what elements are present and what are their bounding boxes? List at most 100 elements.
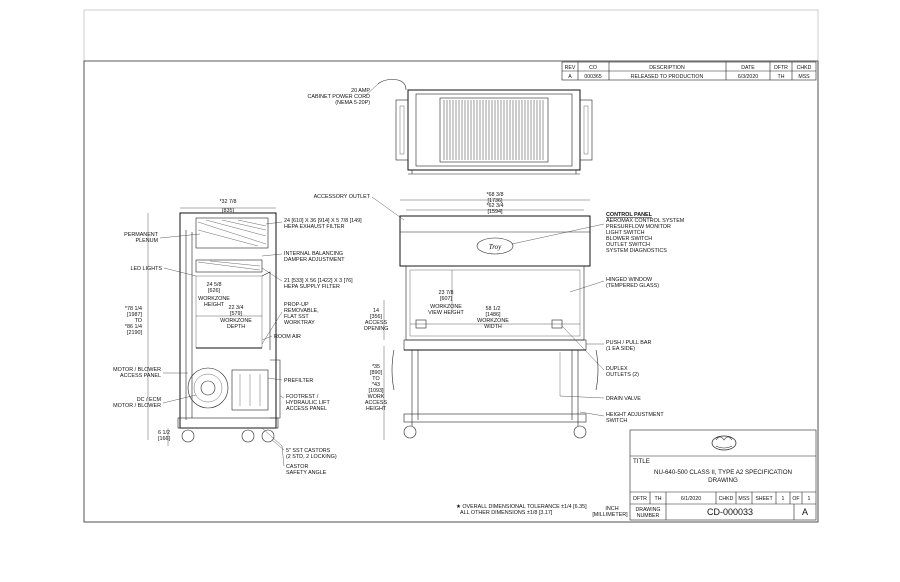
- castors-label-1: 5" SST CASTORS: [286, 448, 331, 454]
- control-panel-item-5: OUTLET SWITCH: [606, 242, 650, 248]
- motor-blower-access-label-2: ACCESS PANEL: [120, 373, 161, 379]
- permanent-plenum-label-1: PERMANENT: [124, 232, 159, 238]
- side-height-dim-4: *86 1/4: [125, 324, 142, 330]
- work-access-height-4: *43: [372, 382, 380, 388]
- rev-header: REV: [565, 65, 576, 71]
- front-inner-width-2: [1594]: [488, 209, 503, 215]
- workzone-width-val-1: 58 1/2: [486, 306, 501, 312]
- control-panel-item-4: BLOWER SWITCH: [606, 236, 652, 242]
- work-access-height-6: WORK: [368, 394, 385, 400]
- sheet-value: 1: [782, 496, 785, 502]
- title-label: TITLE: [633, 458, 650, 465]
- hepa-supply-label-1: 21 [533] X 56 [1422] X 3 [76]: [284, 278, 353, 284]
- dftr-value: TH: [655, 496, 662, 502]
- power-cord-label-3: (NEMA 5-20P): [335, 100, 370, 106]
- front-overall-width-1: *68 3/8: [486, 192, 503, 198]
- worktray-label-4: WORKTRAY: [284, 320, 315, 326]
- hinged-window-label-2: (TEMPERED GLASS): [606, 283, 659, 289]
- work-access-height-7: ACCESS: [365, 400, 388, 406]
- access-opening-3: ACCESS: [365, 320, 388, 326]
- workzone-depth-val-1: 22 3/4: [229, 305, 244, 311]
- prefilter-label: PREFILTER: [284, 378, 313, 384]
- control-panel-item-3: LIGHT SWITCH: [606, 230, 645, 236]
- worktray-label-3: FLAT SST: [284, 314, 309, 320]
- co-value: 000365: [584, 74, 601, 80]
- of-value: 1: [808, 496, 811, 502]
- work-access-height-2: [890]: [370, 370, 382, 376]
- of-label: OF: [792, 496, 799, 502]
- workzone-width-lbl-1: WORKZONE: [477, 318, 509, 324]
- dc-ecm-motor-label-1: DC / ECM: [137, 397, 162, 403]
- view-height-lbl-1: WORKZONE: [430, 304, 462, 310]
- footrest-label-3: ACCESS PANEL: [286, 406, 327, 412]
- date-value: 6/3/2020: [738, 74, 758, 80]
- work-access-height-5: [1093]: [369, 388, 384, 394]
- power-cord-label-2: CABINET POWER CORD: [308, 94, 371, 100]
- workzone-height-lbl-2: HEIGHT: [204, 302, 225, 308]
- room-air-label: ROOM AIR: [274, 334, 301, 340]
- units-mm: [MILLIMETER]: [592, 512, 628, 518]
- work-access-height-3: TO: [372, 376, 379, 382]
- date-header: DATE: [741, 65, 755, 71]
- dftr-label: DFTR: [633, 496, 647, 502]
- title-text-1: NU-640-500 CLASS II, TYPE A2 SPECIFICATI…: [654, 469, 792, 476]
- drawing-number-label-2: NUMBER: [637, 513, 660, 519]
- height-adjust-label-1: HEIGHT ADJUSTMENT: [606, 412, 664, 418]
- accessory-outlet-label: ACCESSORY OUTLET: [314, 194, 371, 200]
- footrest-label-2: HYDRAULIC LIFT: [286, 400, 330, 406]
- co-header: CO: [589, 65, 597, 71]
- work-access-height-8: HEIGHT: [366, 406, 387, 412]
- damper-label-1: INTERNAL BALANCING: [284, 251, 343, 257]
- view-height-val-1: 23 7/8: [439, 290, 454, 296]
- height-adjust-label-2: SWITCH: [606, 418, 627, 424]
- chkd-value: MSS: [738, 496, 750, 502]
- push-pull-bar-label-2: (1 EA SIDE): [606, 346, 635, 352]
- workzone-depth-lbl-1: WORKZONE: [220, 318, 252, 324]
- damper-label-2: DAMPER ADJUSTMENT: [284, 257, 345, 263]
- motor-blower-access-label-1: MOTOR / BLOWER: [113, 367, 161, 373]
- chkd-value: MSS: [798, 74, 810, 80]
- control-panel-item-6: SYSTEM DIAGNOSTICS: [606, 248, 667, 254]
- drain-valve-label: DRAIN VALVE: [606, 396, 641, 402]
- push-pull-bar-label-1: PUSH / PULL BAR: [606, 340, 651, 346]
- top-view: 20 AMP CABINET POWER CORD (NEMA 5-20P): [308, 79, 593, 175]
- units-inch: INCH: [605, 506, 618, 512]
- dftr-value: TH: [778, 74, 785, 80]
- view-height-lbl-2: VIEW HEIGHT: [428, 310, 464, 316]
- access-opening-1: 14: [373, 308, 379, 314]
- workzone-width-val-2: [1486]: [486, 312, 501, 318]
- sheet-label: SHEET: [755, 496, 773, 502]
- access-opening-2: [356]: [370, 314, 382, 320]
- troy-logo: Troy: [489, 243, 502, 251]
- top-view-filter-grille: [443, 100, 544, 160]
- hepa-supply-label-2: HEPA SUPPLY FILTER: [284, 284, 340, 290]
- front-inner-width-1: *62 3/4: [486, 203, 503, 209]
- front-overall-width-2: [1736]: [488, 198, 503, 204]
- control-panel-item-1: AEROMAX CONTROL SYSTEM: [606, 218, 685, 224]
- dftr-header: DFTR: [774, 65, 788, 71]
- drawing-number: CD-000033: [707, 507, 753, 517]
- led-lights-label: LED LIGHTS: [131, 266, 163, 272]
- hepa-exhaust-label-1: 24 [610] X 36 [914] X 5 7/8 [149]: [284, 218, 362, 224]
- footrest-label-1: FOOTREST /: [286, 394, 319, 400]
- control-panel-title: CONTROL PANEL: [606, 212, 653, 218]
- duplex-label-1: DUPLEX: [606, 366, 628, 372]
- chkd-label: CHKD: [719, 496, 734, 502]
- front-view: Troy *68 3/8 [1736] *62 3/4 [1594] 23 7/…: [314, 192, 685, 440]
- description-header: DESCRIPTION: [649, 65, 685, 71]
- castor-angle-label-2: SAFETY ANGLE: [286, 470, 327, 476]
- workzone-height-lbl-1: WORKZONE: [198, 296, 230, 302]
- tolerance-note-1: ★ OVERALL DIMENSIONAL TOLERANCE ±1/4 [6.…: [456, 504, 587, 510]
- tolerance-note-2: ALL OTHER DIMENSIONS ±1/8 [3.17]: [460, 510, 553, 516]
- work-access-height-1: *35: [372, 364, 380, 370]
- duplex-label-2: OUTLETS (2): [606, 372, 639, 378]
- title-text-2: DRAWING: [708, 477, 738, 484]
- side-height-dim-3: TO: [135, 318, 142, 324]
- workzone-depth-lbl-2: DEPTH: [227, 324, 245, 330]
- castor-angle-label-1: CASTOR: [286, 464, 308, 470]
- side-height-dim-2: [1987]: [127, 312, 142, 318]
- inner-border: [83, 60, 819, 523]
- company-logo: [711, 435, 737, 451]
- power-cord-label-1: 20 AMP: [351, 88, 370, 94]
- access-opening-4: OPENING: [364, 326, 389, 332]
